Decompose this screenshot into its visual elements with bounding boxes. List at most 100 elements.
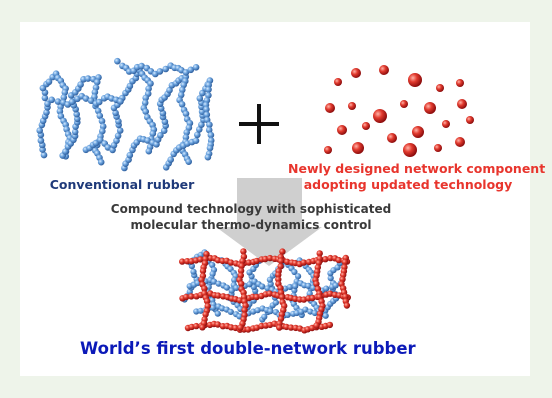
red-network-bead — [343, 302, 351, 309]
blue-rubber-bead — [87, 97, 95, 104]
red-network-bead — [188, 293, 195, 300]
new-network-component-label: Newly designed network component adoptin… — [288, 161, 546, 193]
red-network-particle — [387, 133, 397, 143]
red-network-bead — [203, 250, 210, 258]
network-component-particles — [324, 65, 474, 157]
red-network-particle — [325, 103, 335, 113]
blue-rubber-bead — [45, 78, 53, 86]
blue-rubber-bead — [231, 276, 238, 283]
red-network-particle — [455, 137, 465, 147]
red-network-bead — [238, 280, 245, 287]
blue-rubber-bead — [261, 313, 268, 320]
blue-rubber-bead — [183, 129, 190, 136]
blue-rubber-bead — [114, 57, 121, 65]
conventional-rubber-label: Conventional rubber — [49, 177, 195, 192]
blue-rubber-bead — [198, 121, 205, 128]
blue-rubber-bead — [44, 100, 51, 108]
blue-rubber-bead — [156, 68, 164, 75]
new-component-line1: Newly designed network component — [288, 161, 546, 176]
blue-rubber-bead — [157, 132, 164, 139]
process-line2: molecular thermo-dynamics control — [130, 218, 372, 232]
blue-rubber-bead — [197, 307, 204, 314]
red-network-bead — [327, 290, 334, 297]
blue-rubber-bead — [209, 261, 216, 269]
blue-rubber-bead — [295, 273, 302, 280]
blue-rubber-bead — [97, 136, 104, 144]
red-network-bead — [275, 271, 282, 279]
conventional-rubber-chains — [36, 57, 215, 172]
red-network-particle — [466, 116, 474, 124]
blue-rubber-bead — [204, 153, 212, 161]
blue-rubber-bead — [96, 112, 104, 120]
double-network-rubber-structure — [179, 248, 351, 334]
red-network-bead — [245, 326, 252, 333]
blue-rubber-bead — [311, 309, 318, 317]
red-network-particle — [324, 146, 332, 154]
blue-rubber-bead — [327, 275, 334, 282]
red-network-particle — [424, 102, 436, 114]
red-network-bead — [184, 258, 191, 265]
blue-rubber-bead — [95, 98, 103, 106]
blue-rubber-bead — [180, 81, 187, 89]
red-network-bead — [278, 293, 286, 301]
red-network-bead — [253, 257, 260, 265]
red-network-particle — [403, 143, 417, 157]
blue-rubber-bead — [62, 148, 69, 155]
red-network-bead — [193, 322, 200, 330]
blue-rubber-bead — [166, 86, 173, 94]
blue-rubber-bead — [99, 127, 106, 135]
red-network-particle — [456, 79, 464, 87]
blue-rubber-bead — [227, 308, 234, 315]
red-network-bead — [197, 256, 204, 263]
red-network-particle — [400, 100, 408, 108]
blue-rubber-bead — [138, 62, 145, 70]
red-network-bead — [327, 254, 334, 262]
blue-rubber-bead — [73, 110, 80, 118]
blue-rubber-bead — [54, 98, 62, 105]
blue-rubber-bead — [194, 131, 201, 139]
red-network-bead — [237, 267, 245, 274]
blue-rubber-bead — [322, 312, 329, 319]
blue-rubber-bead — [142, 94, 149, 102]
blue-rubber-bead — [286, 283, 294, 291]
blue-rubber-bead — [305, 282, 312, 289]
red-network-bead — [266, 290, 273, 297]
red-network-bead — [276, 324, 283, 331]
blue-rubber-bead — [205, 86, 212, 93]
red-network-bead — [313, 280, 320, 287]
red-network-bead — [300, 259, 307, 266]
blue-rubber-bead — [190, 268, 197, 275]
blue-rubber-bead — [141, 99, 149, 107]
blue-rubber-bead — [254, 307, 261, 314]
red-network-bead — [183, 293, 190, 301]
blue-rubber-bead — [215, 280, 222, 287]
blue-rubber-bead — [182, 110, 190, 117]
blue-rubber-bead — [267, 308, 274, 315]
red-network-particle — [434, 144, 442, 152]
red-network-particle — [348, 102, 356, 110]
blue-rubber-bead — [206, 121, 213, 128]
blue-rubber-bead — [264, 285, 271, 292]
blue-rubber-bead — [272, 299, 279, 306]
blue-rubber-bead — [71, 128, 79, 136]
blue-rubber-bead — [162, 65, 169, 73]
red-network-bead — [237, 324, 244, 331]
red-network-particle — [379, 65, 389, 75]
blue-rubber-bead — [259, 283, 266, 290]
blue-rubber-bead — [206, 144, 214, 152]
blue-rubber-bead — [214, 310, 221, 317]
red-network-bead — [253, 293, 260, 301]
plus-sign-icon — [239, 104, 279, 144]
blue-rubber-bead — [205, 92, 212, 99]
blue-rubber-bead — [43, 109, 50, 116]
red-network-bead — [309, 294, 316, 302]
red-network-particle — [457, 99, 467, 109]
red-network-particle — [351, 68, 361, 78]
blue-rubber-bead — [282, 285, 289, 292]
blue-rubber-bead — [56, 108, 64, 115]
red-network-bead — [227, 259, 235, 266]
blue-rubber-bead — [114, 132, 122, 140]
red-network-bead — [313, 322, 320, 329]
red-network-bead — [203, 298, 211, 305]
blue-rubber-bead — [291, 268, 298, 276]
